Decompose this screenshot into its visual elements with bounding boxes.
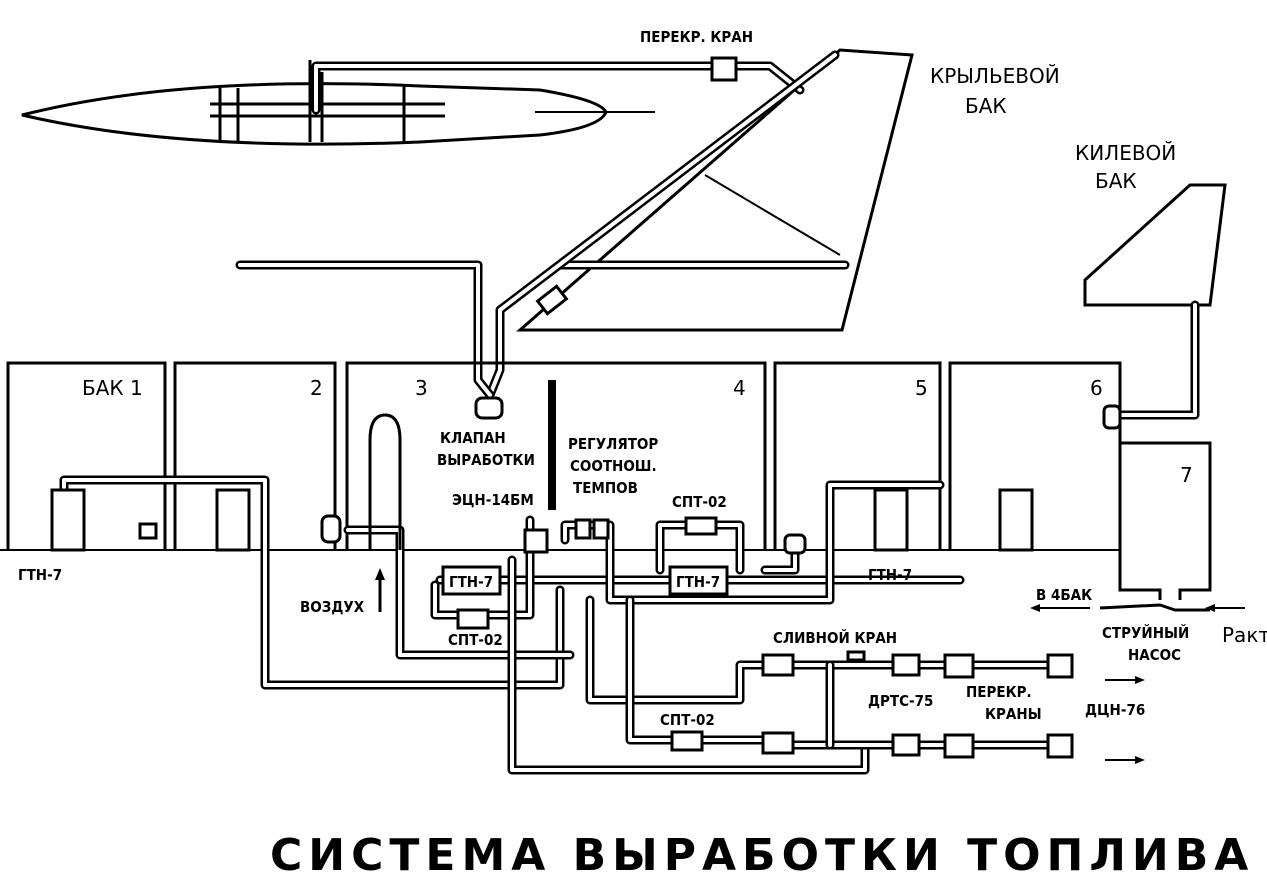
label-air: ВОЗДУХ <box>300 598 365 616</box>
shutoff-valve-top <box>710 56 738 82</box>
ecn-14bm-pump <box>523 528 549 554</box>
gtn-pump-tank2 <box>215 488 251 552</box>
spt-02-bottom-box <box>670 730 704 752</box>
label-drts: ДРТС-75 <box>868 692 933 710</box>
label-shutoff-valves-2: КРАНЫ <box>985 705 1042 723</box>
label-gtn-mid-right: ГТН-7 <box>676 573 720 591</box>
label-spt-top: СПТ-02 <box>672 493 727 511</box>
spt-02-left-box <box>456 608 490 630</box>
depletion-valve <box>474 396 504 420</box>
gtn-pump-tank5a <box>873 488 909 552</box>
gtn-7-mid-right <box>668 565 729 596</box>
label-gtn-left: ГТН-7 <box>18 566 62 584</box>
label-depletion-valve-2: ВЫРАБОТКИ <box>437 451 535 469</box>
regulator-part-a <box>574 518 592 540</box>
gtn-7-mid-left <box>441 565 502 596</box>
fin-tank <box>1083 183 1227 307</box>
fuselage-tanks <box>0 361 1212 600</box>
gtn-pump-tank5b <box>998 488 1034 552</box>
check-valve-upper <box>761 653 795 677</box>
diagram-title: СИСТЕМА ВЫРАБОТКИ ТОПЛИВА <box>270 830 1254 881</box>
spt-02-top-box <box>684 516 718 536</box>
drop-tank <box>21 60 655 146</box>
label-regulator-2: СООТНОШ. <box>570 457 657 475</box>
check-valve-lower <box>761 731 795 755</box>
label-regulator-3: ТЕМПОВ <box>573 479 638 497</box>
label-wing-tank-1: КРЫЛЬЕВОЙ <box>930 64 1060 88</box>
label-shutoff-valves-1: ПЕРЕКР. <box>966 683 1032 701</box>
shutoff-valve-upper <box>943 653 975 679</box>
label-wing-tank-2: БАК <box>965 94 1007 118</box>
label-fin-tank-1: КИЛЕВОЙ <box>1075 141 1176 165</box>
gtn-pump-tank1 <box>50 488 86 552</box>
drts-75-lower <box>891 733 921 757</box>
label-fin-tank-2: БАК <box>1095 169 1137 193</box>
label-shutoff-valve-top: ПЕРЕКР. КРАН <box>640 28 753 46</box>
shutoff-valve-lower <box>943 733 975 759</box>
label-regulator-1: РЕГУЛЯТОР <box>568 435 658 453</box>
dcn-76-lower <box>1046 733 1074 759</box>
label-p-act: Ракт <box>1222 623 1267 647</box>
label-tank6: 6 <box>1090 376 1103 400</box>
label-gtn-mid-left: ГТН-7 <box>449 573 493 591</box>
label-tank7: 7 <box>1180 463 1193 487</box>
label-drain-valve: СЛИВНОЙ КРАН <box>773 628 897 647</box>
label-dcn: ДЦН-76 <box>1085 701 1145 719</box>
label-gtn-right: ГТН-7 <box>868 566 912 584</box>
label-spt-left: СПТ-02 <box>448 631 503 649</box>
label-spt-bottom: СПТ-02 <box>660 711 715 729</box>
label-tank4: 4 <box>733 376 746 400</box>
wing-tank <box>485 48 914 400</box>
label-ecn: ЭЦН-14БМ <box>452 491 534 509</box>
label-tank2: 2 <box>310 376 323 400</box>
label-tank3: 3 <box>415 376 428 400</box>
label-to-tank4: В 4БАК <box>1036 586 1092 604</box>
drts-75-upper <box>891 653 921 677</box>
regulator-part-b <box>592 518 610 540</box>
dcn-76-upper <box>1046 653 1074 679</box>
label-jet-pump-1: СТРУЙНЫЙ <box>1102 623 1189 642</box>
label-tank1: БАК 1 <box>82 376 143 400</box>
drain-valve <box>846 650 866 662</box>
pipes <box>59 475 1065 775</box>
label-depletion-valve-1: КЛАПАН <box>440 429 506 447</box>
label-jet-pump-2: НАСОС <box>1128 646 1181 664</box>
air-accumulator <box>368 413 402 550</box>
label-tank5: 5 <box>915 376 928 400</box>
